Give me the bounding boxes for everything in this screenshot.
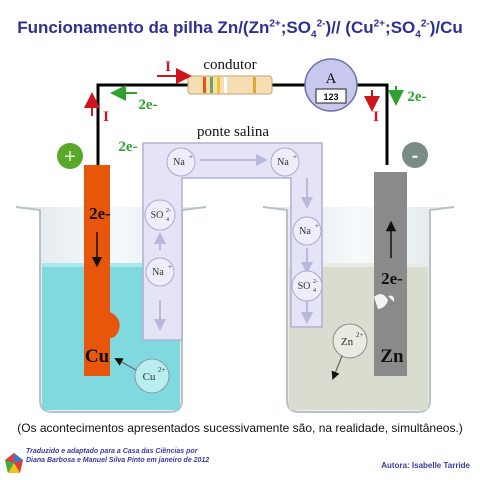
svg-text:2+: 2+ <box>356 331 364 339</box>
svg-text:2-: 2- <box>313 279 318 285</box>
svg-text:-: - <box>412 145 419 167</box>
ammeter-reading: 123 <box>323 92 338 102</box>
electron-arrows <box>110 85 404 106</box>
current-label-right: I <box>373 109 379 125</box>
conductor-label: condutor <box>203 57 256 73</box>
svg-text:Zn: Zn <box>341 336 354 348</box>
electron-label-top: 2e- <box>138 97 157 113</box>
na-ion-2: Na + <box>270 147 300 177</box>
casa-das-ciencias-logo <box>5 453 23 473</box>
page-title: Funcionamento da pilha Zn/(Zn2+;SO42-)//… <box>17 18 463 41</box>
svg-text:SO: SO <box>151 210 164 221</box>
so4-ion-1: SO 4 2- <box>144 199 176 231</box>
svg-text:Na: Na <box>173 157 185 168</box>
current-label-top: I <box>165 59 171 75</box>
na-ion-3: Na + <box>145 257 175 287</box>
svg-text:2+: 2+ <box>158 366 166 374</box>
svg-text:+: + <box>189 153 193 161</box>
svg-text:+: + <box>64 146 76 168</box>
salt-bridge-label: ponte salina <box>197 124 269 140</box>
electron-label-left: 2e- <box>118 139 137 155</box>
na-ion-4: Na + <box>292 216 322 246</box>
so4-ion-2: SO 4 2- <box>291 270 323 302</box>
cu-electrode <box>84 165 120 376</box>
electron-label-zn: 2e- <box>381 269 403 288</box>
svg-text:+: + <box>293 153 297 161</box>
current-label-left: I <box>103 109 109 125</box>
svg-text:Na: Na <box>152 267 164 278</box>
zn-ion: Zn 2+ <box>331 323 368 380</box>
author-credit: Autora: Isabelle Tarride <box>381 461 470 470</box>
svg-text:+: + <box>168 263 172 271</box>
svg-text:Na: Na <box>299 226 311 237</box>
svg-text:+: + <box>315 222 319 230</box>
zn-electrode-label: Zn <box>380 346 404 367</box>
svg-text:4: 4 <box>166 217 169 223</box>
svg-text:Cu: Cu <box>143 371 156 383</box>
na-ion-1: Na + <box>166 147 196 177</box>
svg-text:SO: SO <box>298 281 311 292</box>
credit-line-2: Diana Barbosa e Manuel Silva Pinto em ja… <box>26 457 210 464</box>
current-arrows <box>84 68 380 116</box>
credit-text: Traduzido e adaptado para a Casa das Ciê… <box>26 447 209 465</box>
plus-badge: + <box>57 143 83 169</box>
credit-line-1: Traduzido e adaptado para a Casa das Ciê… <box>26 448 198 455</box>
svg-text:Na: Na <box>277 157 289 168</box>
simultaneity-note: (Os acontecimentos apresentados sucessiv… <box>17 421 463 435</box>
bridge-flow-arrows <box>154 154 313 331</box>
external-wire <box>96 83 389 165</box>
ammeter: A 123 <box>304 58 358 112</box>
minus-badge: - <box>402 142 428 168</box>
svg-text:2-: 2- <box>166 208 171 214</box>
cu-ion: Cu 2+ <box>114 357 170 394</box>
zn-electrode <box>374 172 407 376</box>
electron-label-right: 2e- <box>407 89 426 105</box>
svg-text:4: 4 <box>313 288 316 294</box>
galvanic-cell-diagram: condutor A 123 I I I 2e- 2e- 2e- + - <box>15 57 455 413</box>
salt-bridge <box>142 142 323 341</box>
conductor-resistor <box>187 75 273 95</box>
ammeter-letter: A <box>326 71 337 87</box>
electron-label-cu: 2e- <box>89 204 111 223</box>
cu-electrode-label: Cu <box>85 346 110 367</box>
